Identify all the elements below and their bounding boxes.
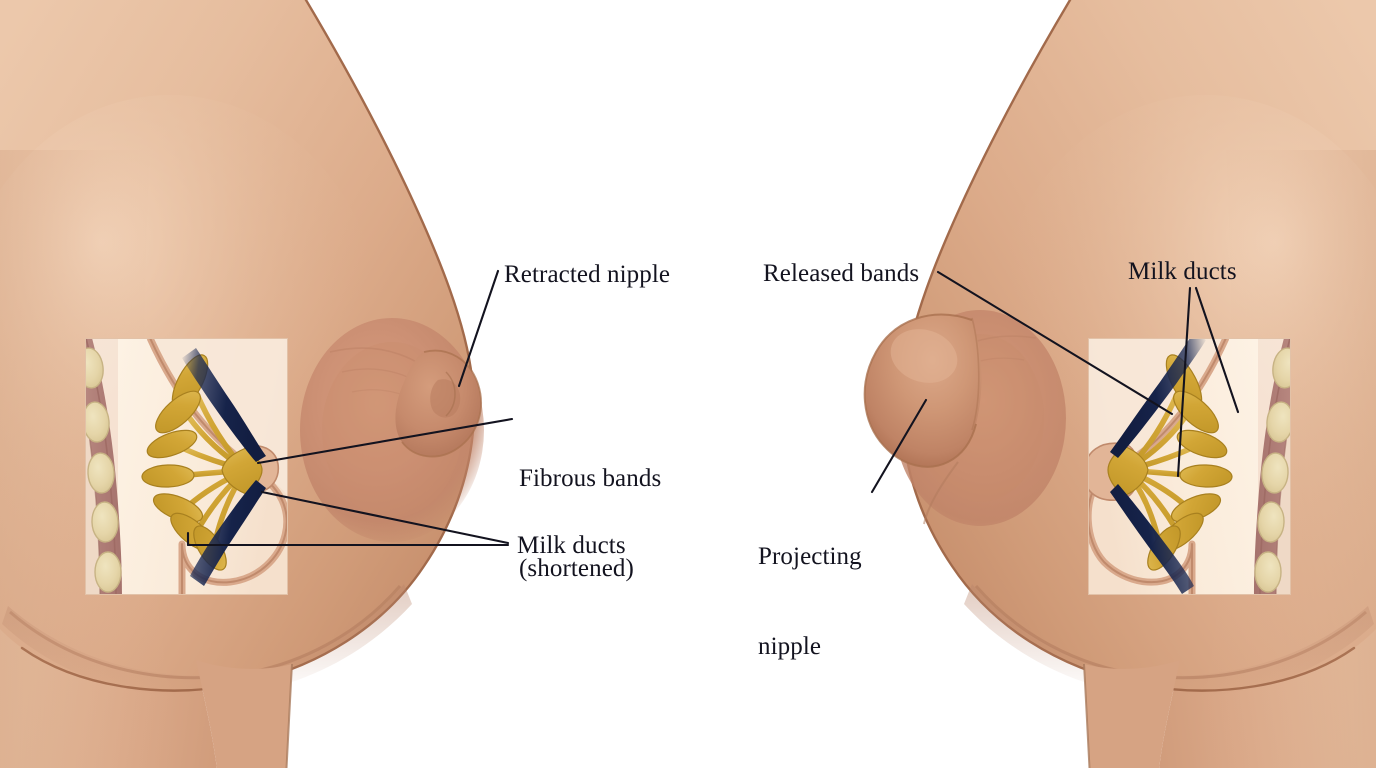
left-cutaway-window (85, 338, 288, 595)
right-nipple-underfold (923, 461, 959, 525)
label-fibrous-bands-line1: Fibrous bands (519, 465, 662, 492)
right-nipple-outline (863, 313, 977, 468)
label-fibrous-bands-line2: (shortened) (519, 555, 634, 582)
right-breast-figure (863, 0, 1376, 768)
left-fibrous-bands (182, 348, 266, 586)
leader-retracted-nipple (457, 269, 500, 388)
right-cutaway-window (1088, 338, 1291, 595)
left-nipple-pucker-line (445, 371, 456, 417)
left-nipple-dimple (430, 379, 461, 418)
label-projecting-nipple-line1: Projecting (758, 543, 862, 570)
leader-milk-ducts-left-upper (260, 490, 510, 545)
left-rib-sections (85, 347, 122, 593)
left-milk-ducts (141, 354, 263, 571)
right-abdomen (1084, 660, 1180, 768)
left-breast-figure (0, 0, 484, 768)
left-abdomen-edge (285, 663, 293, 768)
right-abdomen-edge (1083, 663, 1091, 768)
leader-milk-ducts-right-a (1176, 286, 1192, 478)
right-rib-sections (1254, 347, 1291, 593)
leader-milk-ducts-right-b (1194, 286, 1240, 414)
right-nipple-base-crease (971, 317, 980, 431)
right-fibrous-bands (1110, 338, 1206, 594)
label-fibrous-bands: Fibrous bands (shortened) (519, 404, 661, 644)
leader-projecting-nipple (870, 398, 928, 494)
leader-fibrous-bands (256, 417, 514, 465)
left-abdomen (196, 660, 292, 768)
label-released-bands: Released bands (763, 260, 920, 287)
leader-released-bands (936, 270, 1174, 416)
right-fibrous-band-upper (1110, 338, 1206, 458)
right-fibrous-band-lower (1110, 484, 1194, 594)
left-fibrous-band-upper (182, 348, 266, 462)
left-fibrous-band-lower (190, 480, 266, 586)
label-milk-ducts-left: Milk ducts (517, 532, 626, 559)
label-projecting-nipple: Projecting nipple (758, 482, 862, 722)
right-nipple-highlight (890, 329, 958, 383)
label-milk-ducts-right: Milk ducts (1128, 258, 1237, 285)
label-projecting-nipple-line2: nipple (758, 633, 822, 660)
label-retracted-nipple: Retracted nipple (504, 261, 671, 288)
leader-lines (186, 269, 1240, 547)
left-nipple-outline (401, 349, 482, 458)
